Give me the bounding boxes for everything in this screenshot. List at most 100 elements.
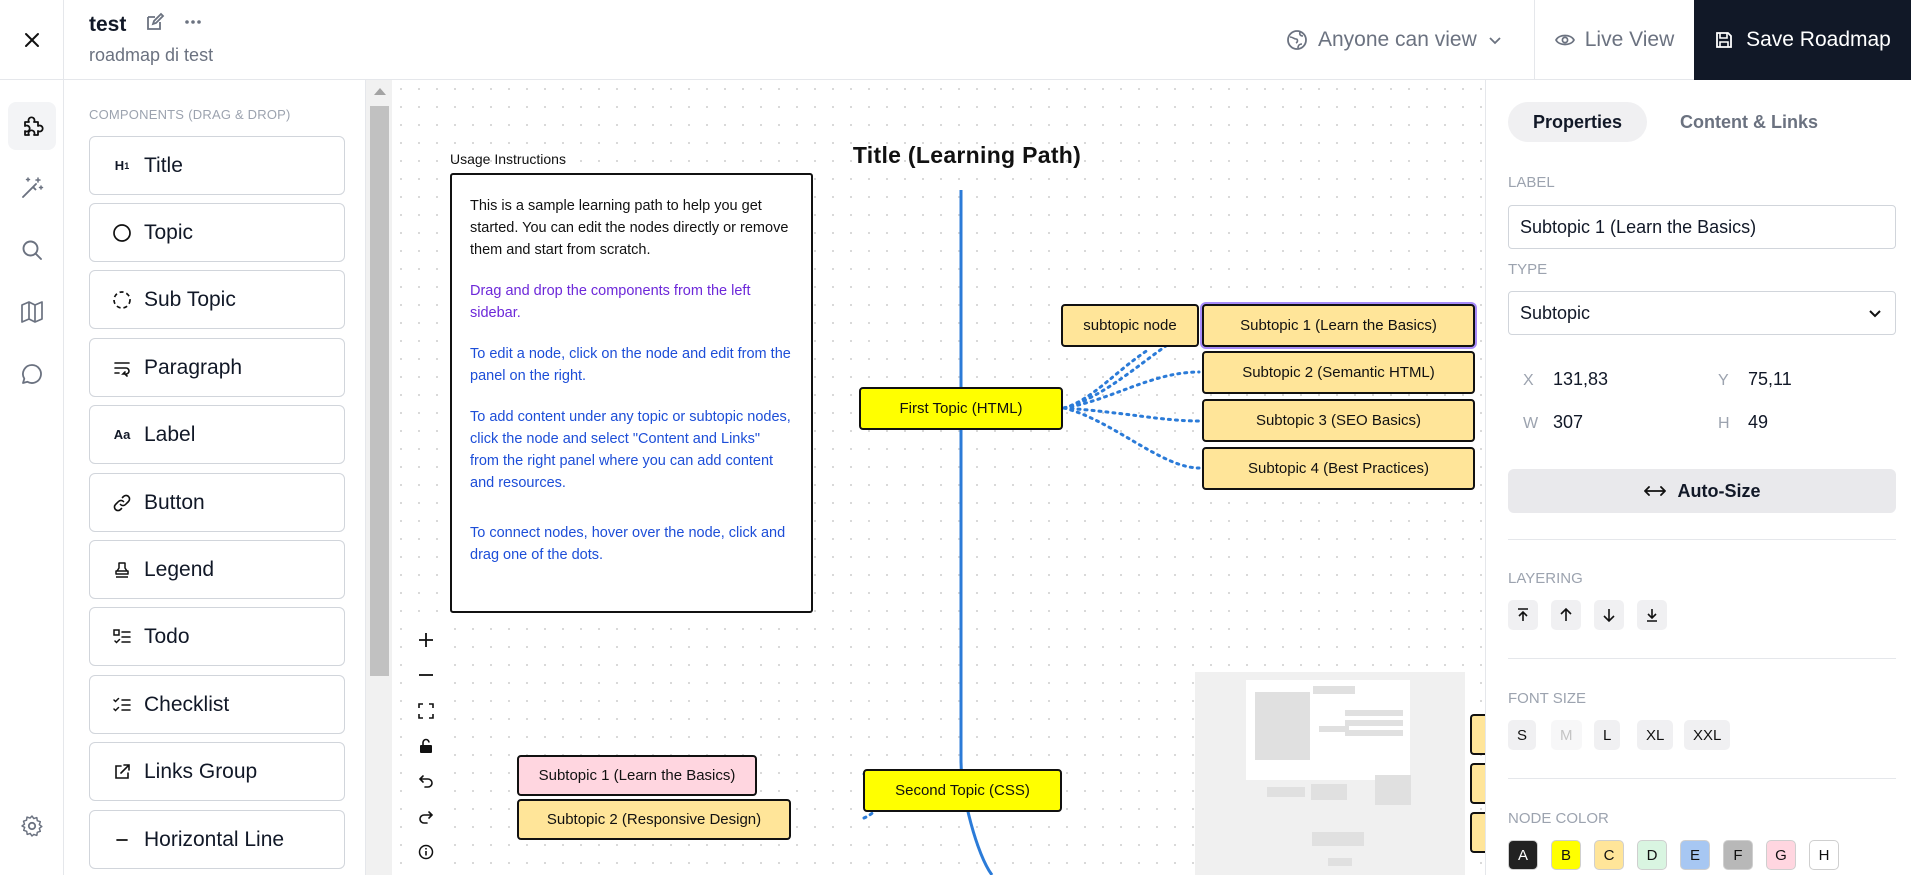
first-topic-html-node[interactable]: First Topic (HTML): [859, 387, 1063, 430]
info-button[interactable]: [418, 835, 434, 870]
redo-button[interactable]: [418, 799, 434, 834]
node-color-h-swatch[interactable]: H: [1809, 840, 1839, 870]
css-subtopic-2-node[interactable]: Subtopic 2 (Responsive Design): [517, 799, 791, 840]
minimap-shape: [1345, 710, 1403, 716]
fit-view-button[interactable]: [418, 693, 434, 728]
type-select[interactable]: Subtopic: [1508, 291, 1896, 335]
usage-paragraph: To add content under any topic or subtop…: [470, 409, 791, 491]
chat-tool-button[interactable]: [8, 350, 56, 398]
ai-tool-button[interactable]: [8, 164, 56, 212]
zoom-out-button[interactable]: [417, 657, 435, 692]
font-size-l-button[interactable]: L: [1594, 720, 1621, 750]
node-color-c-swatch[interactable]: C: [1594, 840, 1624, 870]
components-heading-text: COMPONENTS: [89, 107, 185, 122]
font-size-s-button[interactable]: S: [1508, 720, 1537, 750]
usage-paragraph: To connect nodes, hover over the node, c…: [470, 525, 786, 563]
send-to-back-button[interactable]: [1637, 600, 1667, 630]
font-size-xl-button[interactable]: XL: [1637, 720, 1674, 750]
component-links-group[interactable]: Links Group: [89, 742, 345, 801]
node-color-g-swatch[interactable]: G: [1766, 840, 1796, 870]
usage-instructions-box[interactable]: This is a sample learning path to help y…: [450, 173, 813, 613]
label-input[interactable]: Subtopic 1 (Learn the Basics): [1508, 205, 1896, 249]
component-topic[interactable]: Topic: [89, 203, 345, 262]
roadmap-title-area: test roadmap di test: [89, 12, 213, 66]
subtopic-1-learn-basics-node[interactable]: Subtopic 1 (Learn the Basics): [1202, 304, 1475, 347]
list-checks-icon: [112, 695, 132, 715]
visibility-dropdown[interactable]: Anyone can view: [1286, 0, 1503, 80]
node-color-b-swatch[interactable]: B: [1551, 840, 1581, 870]
offscreen-subtopic-node[interactable]: [1470, 812, 1485, 853]
css-subtopic-1-node[interactable]: Subtopic 1 (Learn the Basics): [517, 755, 757, 796]
tab-content-links[interactable]: Content & Links: [1680, 111, 1818, 132]
components-heading-hint: (DRAG & DROP): [188, 107, 291, 122]
component-button[interactable]: Button: [89, 473, 345, 532]
minus-icon: [419, 674, 433, 677]
wrap-text-icon: [112, 358, 132, 378]
component-label: Links Group: [144, 759, 258, 783]
canvas-title-node[interactable]: Title (Learning Path): [852, 142, 1082, 168]
external-link-icon: [112, 762, 132, 782]
auto-size-button[interactable]: Auto-Size: [1508, 469, 1896, 513]
chevron-down-icon: [1489, 37, 1501, 45]
search-tool-button[interactable]: [8, 226, 56, 274]
component-horizontal-line[interactable]: Horizontal Line: [89, 810, 345, 869]
arrow-up-icon: [1560, 607, 1572, 621]
close-icon: [24, 33, 39, 47]
usage-paragraph: Drag and drop the components from the le…: [470, 283, 751, 321]
component-legend[interactable]: Legend: [89, 540, 345, 599]
offscreen-subtopic-node[interactable]: [1470, 763, 1485, 804]
components-scrollbar[interactable]: [365, 80, 392, 875]
undo-button[interactable]: [418, 764, 434, 799]
second-topic-css-node[interactable]: Second Topic (CSS): [863, 769, 1062, 812]
component-label[interactable]: Aa Label: [89, 405, 345, 464]
save-roadmap-button[interactable]: Save Roadmap: [1694, 0, 1911, 80]
bring-forward-button[interactable]: [1551, 600, 1581, 630]
type-heading: TYPE: [1508, 261, 1548, 278]
component-sub-topic[interactable]: Sub Topic: [89, 270, 345, 329]
settings-button[interactable]: [8, 802, 56, 850]
edit-title-button[interactable]: [145, 12, 165, 37]
font-size-xxl-button[interactable]: XXL: [1684, 720, 1731, 750]
tab-properties[interactable]: Properties: [1508, 102, 1648, 142]
subtopic-3-seo-basics-node[interactable]: Subtopic 3 (SEO Basics): [1202, 399, 1475, 442]
live-view-button[interactable]: Live View: [1534, 0, 1694, 80]
send-backward-button[interactable]: [1594, 600, 1624, 630]
font-size-m-button[interactable]: M: [1551, 720, 1582, 750]
fit-view-icon: [418, 702, 434, 719]
roadmaps-tool-button[interactable]: [8, 288, 56, 336]
list-todo-icon: [112, 627, 132, 647]
node-color-f-swatch[interactable]: F: [1723, 840, 1753, 870]
subtopic-2-semantic-html-node[interactable]: Subtopic 2 (Semantic HTML): [1202, 351, 1475, 394]
subtopic-node[interactable]: subtopic node: [1061, 304, 1199, 347]
component-checklist[interactable]: Checklist: [89, 675, 345, 734]
node-color-d-swatch[interactable]: D: [1637, 840, 1667, 870]
zoom-in-button[interactable]: [417, 622, 435, 657]
puzzle-icon: [24, 116, 44, 136]
components-tool-button[interactable]: [8, 102, 56, 150]
component-label: Sub Topic: [144, 287, 236, 311]
scroll-up-arrow-icon[interactable]: [374, 88, 386, 95]
scrollbar-thumb[interactable]: [370, 106, 389, 676]
bring-to-front-button[interactable]: [1508, 600, 1538, 630]
subtopic-4-best-practices-node[interactable]: Subtopic 4 (Best Practices): [1202, 447, 1475, 490]
stamp-icon: [112, 560, 132, 580]
more-options-button[interactable]: [183, 12, 203, 37]
component-paragraph[interactable]: Paragraph: [89, 338, 345, 397]
lock-canvas-button[interactable]: [418, 728, 434, 763]
canvas-minimap[interactable]: [1195, 672, 1465, 875]
offscreen-subtopic-node[interactable]: [1470, 714, 1485, 755]
node-color-e-swatch[interactable]: E: [1680, 840, 1710, 870]
component-todo[interactable]: Todo: [89, 607, 345, 666]
circle-icon: [112, 223, 132, 243]
close-button[interactable]: [0, 0, 64, 80]
roadmap-canvas[interactable]: Title (Learning Path) Usage Instructions…: [392, 80, 1485, 875]
roadmap-description: roadmap di test: [89, 45, 214, 65]
components-heading: COMPONENTS (DRAG & DROP): [89, 106, 291, 122]
node-color-a-swatch[interactable]: A: [1508, 840, 1538, 870]
